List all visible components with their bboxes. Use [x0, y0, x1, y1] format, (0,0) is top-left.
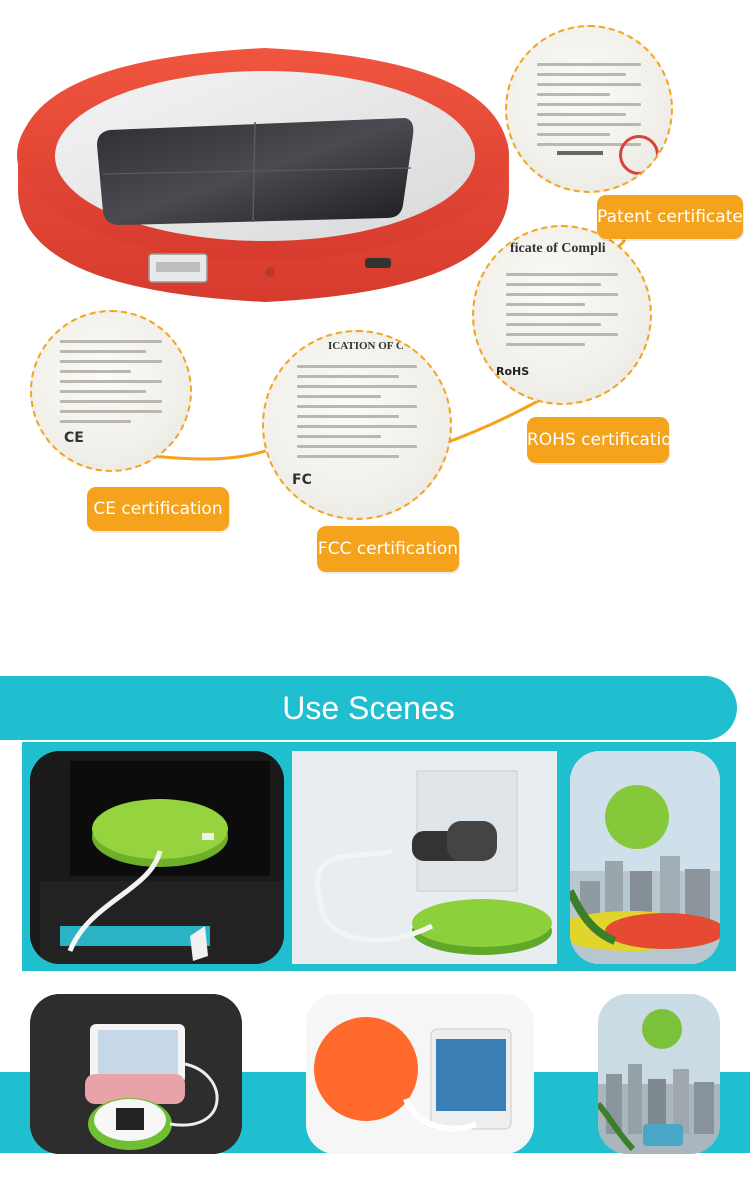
fcc-certificate-heading: ICATION OF C — [328, 340, 404, 352]
patent-certificate-image — [505, 25, 673, 193]
scene-illustration — [306, 994, 534, 1154]
rohs-certification-badge: ROHS certification — [527, 417, 682, 463]
scene-illustration — [292, 751, 557, 964]
use-scenes-title: Use Scenes — [282, 690, 455, 726]
fcc-mark-icon: FC — [292, 472, 312, 488]
rohs-logo: RoHS — [496, 365, 530, 378]
ce-certification-badge: CE certification — [87, 487, 229, 531]
scene-photo-red-charger — [306, 994, 534, 1154]
solar-charger-image — [17, 48, 509, 302]
signature-icon — [557, 151, 603, 155]
use-scenes-banner — [0, 676, 737, 740]
seal-icon — [619, 135, 659, 175]
rohs-certificate-image: ficate of Compli RoHS — [472, 225, 652, 405]
rohs-certificate-heading: ficate of Compli — [510, 241, 606, 256]
ce-mark-icon: CE — [64, 430, 84, 446]
scene-photo-computer — [30, 751, 284, 964]
scene-illustration — [30, 751, 284, 964]
scene-photo-phone-charging — [292, 751, 557, 964]
scene-illustration — [570, 751, 720, 964]
scene-photo-tablet — [30, 994, 242, 1154]
patent-certificate-badge: Patent certificate — [597, 195, 743, 239]
fcc-certification-badge: FCC certification — [317, 526, 459, 572]
scene-photo-window — [570, 751, 720, 964]
scene-illustration — [30, 994, 242, 1154]
fcc-certificate-image: ICATION OF C FC — [262, 330, 452, 520]
scene-photo-window-small — [598, 994, 720, 1154]
ce-certificate-image: CE — [30, 310, 192, 472]
scene-illustration — [598, 994, 720, 1154]
